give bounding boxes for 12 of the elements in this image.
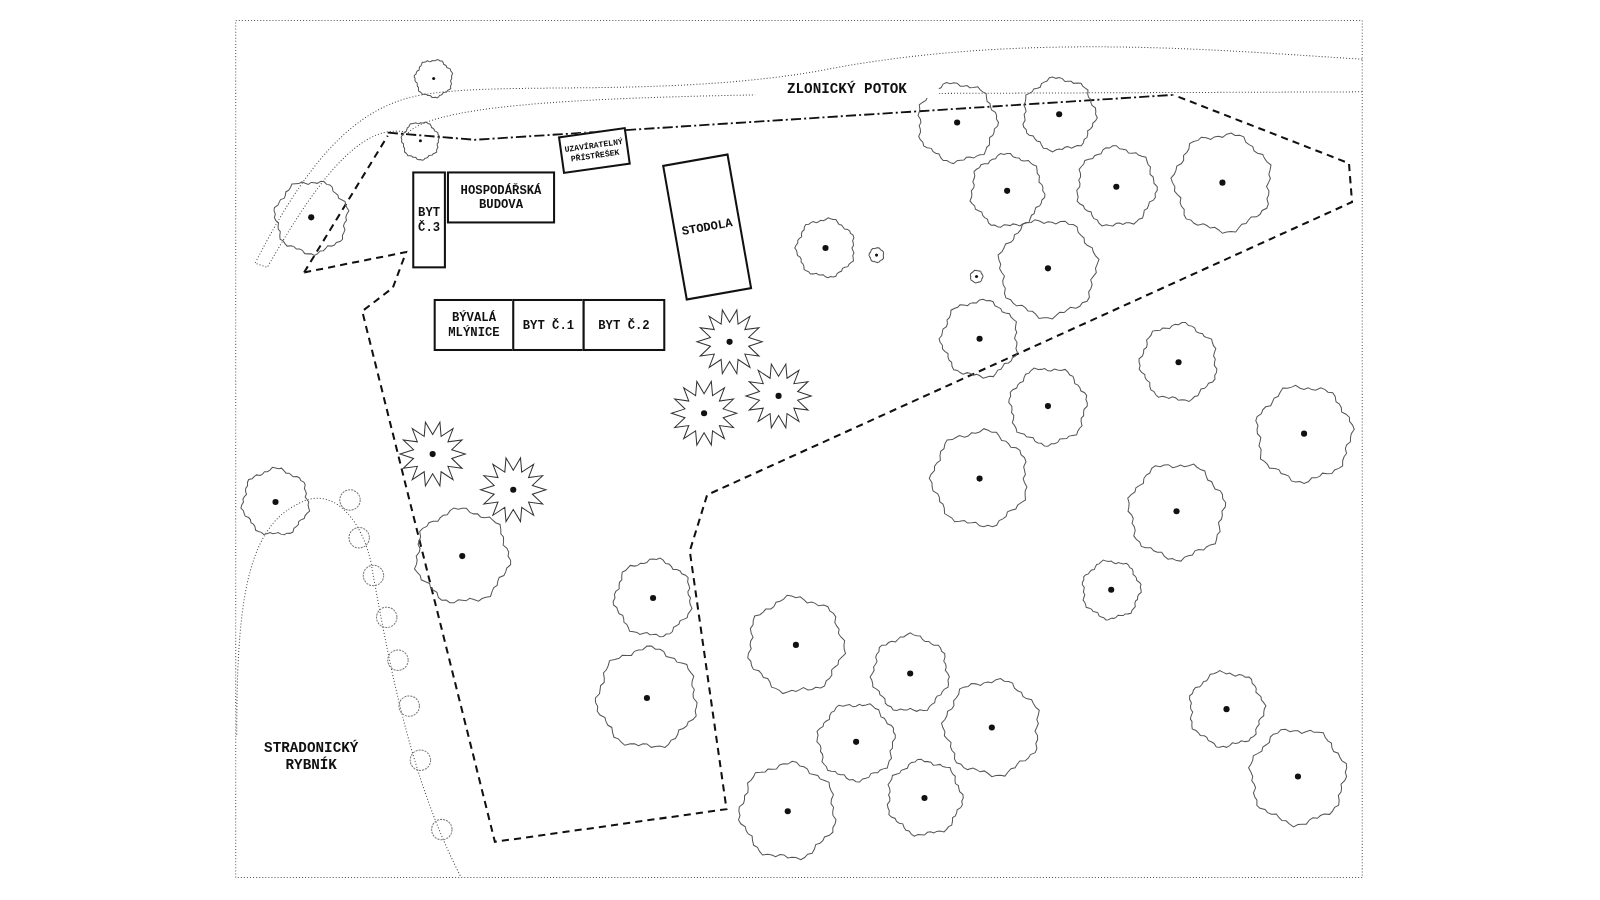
- former-mill-building: [433, 299, 515, 351]
- apartment-building: [582, 299, 666, 351]
- farm-building: [446, 171, 556, 224]
- apartment-building: [512, 299, 585, 351]
- building-label: BYT Č.2: [598, 317, 650, 333]
- building-label: HOSPODÁŘSKÁ BUDOVA: [459, 183, 543, 212]
- apartment-building: [412, 171, 446, 269]
- building-label: BÝVALÁ MLÝNICE: [447, 310, 501, 340]
- building-label: BYT Č.1: [522, 317, 575, 333]
- stream-name: ZLONICKÝ POTOK: [755, 80, 939, 98]
- building-label: BYT Č.3: [417, 205, 442, 235]
- building-label: STODOLA: [680, 215, 734, 239]
